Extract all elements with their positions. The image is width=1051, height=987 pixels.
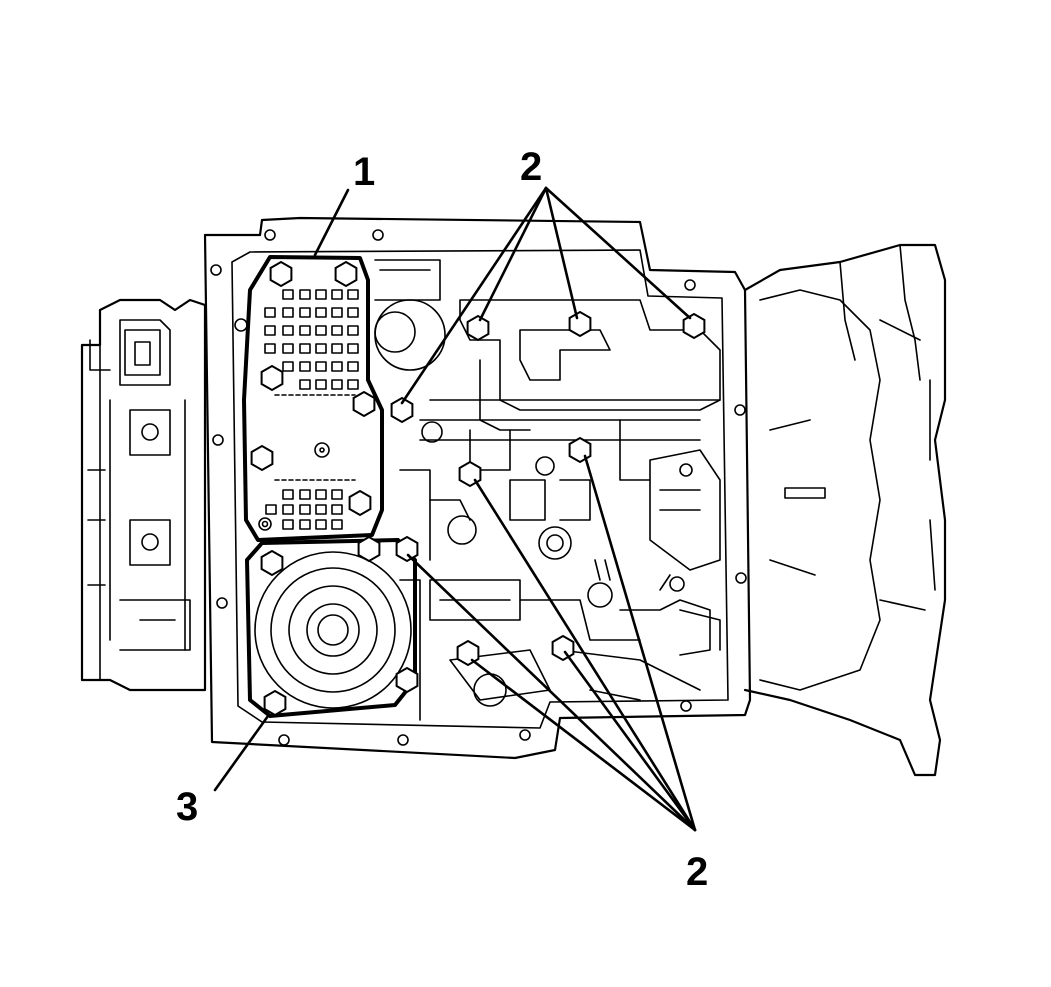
plate-grid-cell bbox=[282, 504, 294, 515]
bolt-head bbox=[260, 364, 284, 392]
plate-grid-cell bbox=[347, 361, 359, 372]
leader-line-2-d bbox=[544, 186, 692, 320]
leader-lines bbox=[213, 186, 697, 832]
plate-grid-cell bbox=[315, 361, 327, 372]
plate-grid-cell bbox=[282, 289, 294, 300]
plate-grid-cell bbox=[347, 307, 359, 318]
plate-grid-cell bbox=[265, 504, 277, 515]
plate-grid-cell bbox=[315, 379, 327, 390]
bolt-head bbox=[395, 666, 419, 694]
cover-plate-grid bbox=[264, 289, 359, 530]
bolt-head bbox=[334, 260, 358, 288]
plate-grid-cell bbox=[282, 489, 294, 500]
leader-line-3 bbox=[213, 714, 270, 792]
callout-2-bottom: 2 bbox=[686, 850, 708, 894]
plate-grid-cell bbox=[331, 504, 343, 515]
plate-grid-cell bbox=[315, 489, 327, 500]
plate-grid-cell bbox=[282, 307, 294, 318]
plate-grid-cell bbox=[299, 289, 311, 300]
plate-grid-cell bbox=[331, 325, 343, 336]
plate-grid-cell bbox=[315, 519, 327, 530]
bolt-head bbox=[260, 549, 284, 577]
plate-grid-cell bbox=[282, 361, 294, 372]
callout-3: 3 bbox=[176, 785, 198, 829]
plate-grid-cell bbox=[282, 325, 294, 336]
leader-line-2-c bbox=[544, 186, 579, 320]
plate-grid-cell bbox=[347, 325, 359, 336]
bolt-head bbox=[568, 436, 592, 464]
bolt-head bbox=[348, 489, 372, 517]
plate-grid-cell bbox=[331, 489, 343, 500]
bolt-head bbox=[357, 535, 381, 563]
plate-grid-cell bbox=[331, 307, 343, 318]
plate-grid-cell bbox=[331, 361, 343, 372]
plate-grid-cell bbox=[264, 343, 276, 354]
plate-grid-cell bbox=[264, 325, 276, 336]
plate-grid-cell bbox=[299, 361, 311, 372]
plate-grid-cell bbox=[315, 343, 327, 354]
leader-line-2-b bbox=[478, 186, 548, 322]
plate-grid-cell bbox=[331, 289, 343, 300]
leader-line-1 bbox=[313, 188, 350, 257]
bolt-head bbox=[395, 535, 419, 563]
plate-grid-cell bbox=[347, 289, 359, 300]
plate-grid-cell bbox=[299, 325, 311, 336]
plate-grid-cell bbox=[299, 489, 311, 500]
plate-grid-cell bbox=[282, 343, 294, 354]
plate-grid-cell bbox=[347, 343, 359, 354]
leader-line-2-h bbox=[470, 658, 697, 832]
leader-line-2-e bbox=[583, 454, 697, 832]
plate-grid-cell bbox=[331, 343, 343, 354]
bolt-head bbox=[466, 314, 490, 342]
bolt-head bbox=[263, 689, 287, 717]
cover-plate-1 bbox=[234, 255, 384, 542]
leader-line-2-a bbox=[400, 186, 548, 405]
plate-grid-cell bbox=[282, 519, 294, 530]
leader-line-2-f bbox=[473, 478, 697, 832]
bolt-head bbox=[250, 444, 274, 472]
plate-grid-cell bbox=[331, 519, 343, 530]
plate-grid-cell bbox=[299, 519, 311, 530]
plate-grid-cell bbox=[315, 307, 327, 318]
transmission-case-left bbox=[80, 298, 207, 692]
plate-grid-cell bbox=[331, 379, 343, 390]
plate-grid-cell bbox=[315, 325, 327, 336]
flange-bolt-holes bbox=[210, 229, 747, 746]
bolt-heads bbox=[250, 260, 706, 717]
plate-grid-cell bbox=[299, 504, 311, 515]
leader-line-2-i bbox=[563, 650, 697, 832]
pan-flange bbox=[203, 216, 752, 760]
plate-grid-cell bbox=[264, 307, 276, 318]
bolt-head bbox=[390, 396, 414, 424]
bolt-head bbox=[352, 390, 376, 418]
bolt-head bbox=[456, 639, 480, 667]
plate-grid-cell bbox=[347, 379, 359, 390]
plate-grid-cell bbox=[315, 289, 327, 300]
valve-body bbox=[374, 259, 721, 721]
bolt-head bbox=[269, 260, 293, 288]
plate-grid-cell bbox=[299, 379, 311, 390]
callout-1: 1 bbox=[353, 150, 375, 194]
callout-2-top: 2 bbox=[520, 145, 542, 189]
plate-grid-cell bbox=[315, 504, 327, 515]
bolt-head bbox=[568, 310, 592, 338]
bolt-head bbox=[551, 634, 575, 662]
leader-line-2-g bbox=[406, 553, 697, 832]
bolt-head bbox=[682, 312, 706, 340]
extension-housing-right bbox=[743, 243, 947, 777]
plate-grid-cell bbox=[299, 307, 311, 318]
plate-grid-cell bbox=[299, 343, 311, 354]
